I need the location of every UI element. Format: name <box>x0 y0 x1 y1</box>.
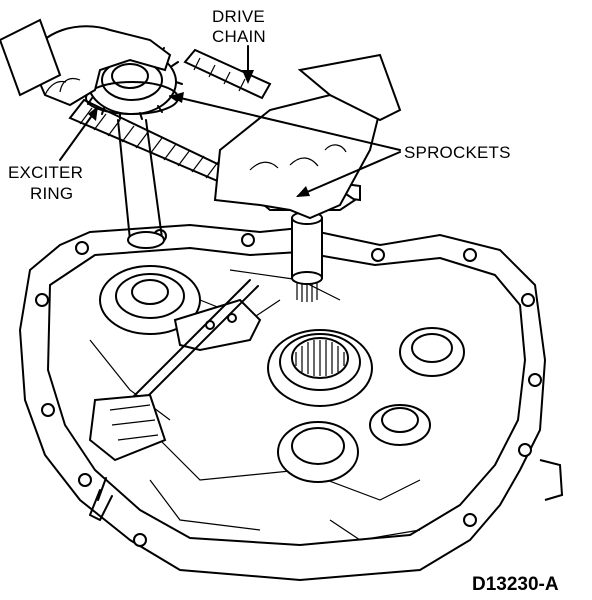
drive-chain-label-line1: DRIVE <box>212 7 265 26</box>
drive-chain-label-line2: CHAIN <box>212 27 266 46</box>
figure-reference-code: D13230-A <box>472 574 559 595</box>
leader-lines <box>59 45 401 197</box>
shift-fork-assembly <box>88 279 262 462</box>
housing-bosses-right <box>277 327 465 483</box>
exciter-ring-label-line2: RING <box>30 184 73 203</box>
center-bearing-bore <box>267 329 373 407</box>
exciter-ring-label-line1: EXCITER <box>8 163 83 182</box>
sprockets-label: SPROCKETS <box>404 143 511 162</box>
front-output-bearing <box>99 265 201 335</box>
technician-hands <box>0 18 402 220</box>
